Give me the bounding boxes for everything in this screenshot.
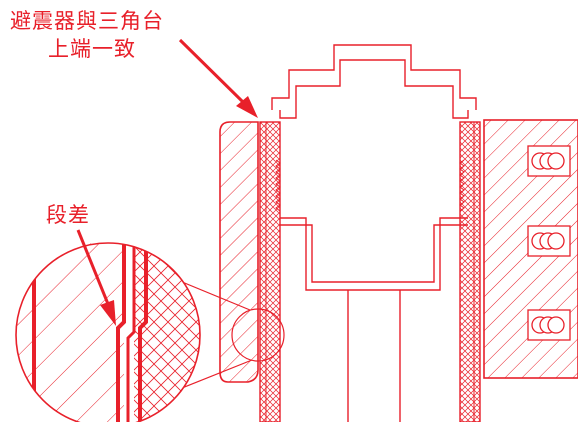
fork-tube-left <box>259 121 281 423</box>
magnified-detail <box>15 242 201 427</box>
bolt-middle <box>527 225 571 257</box>
triple-clamp-left <box>219 121 259 383</box>
bolt-top <box>527 145 571 177</box>
flush-annotation-line2: 上端一致 <box>48 37 136 61</box>
arrow-step <box>76 229 116 326</box>
flush-annotation-line1: 避震器與三角台 <box>10 9 164 33</box>
triple-clamp-right <box>483 119 578 379</box>
bolt-bottom <box>527 309 571 341</box>
fork-tube-right <box>459 121 481 423</box>
step-annotation: 段差 <box>46 203 90 227</box>
stem-outline <box>271 44 477 422</box>
arrow-flush <box>178 38 258 118</box>
